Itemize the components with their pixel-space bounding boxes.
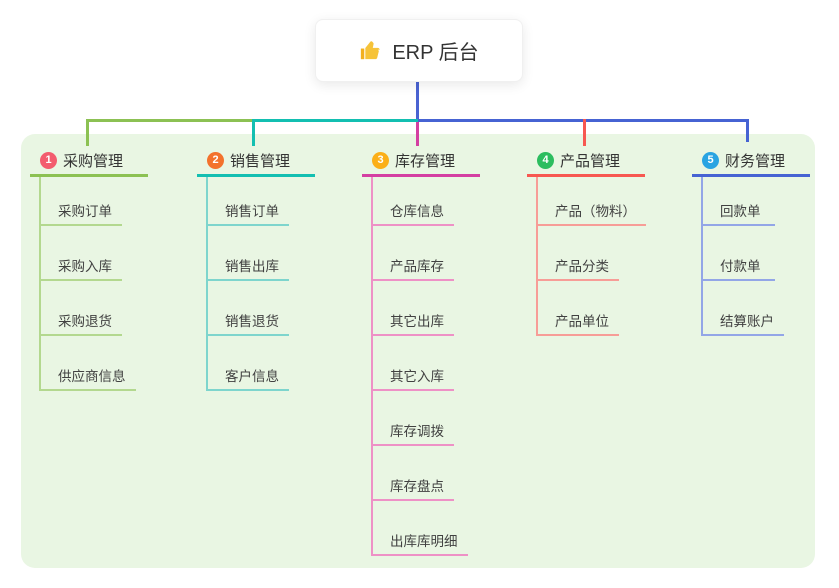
child-node[interactable]: 库存盘点 — [373, 446, 454, 501]
branch-number-badge: 5 — [702, 151, 719, 169]
child-node[interactable]: 产品单位 — [538, 281, 619, 336]
mindmap-panel — [21, 134, 815, 568]
branch-children: 仓库信息 产品库存 其它出库 其它入库 库存调拨 库存盘点 出库库明细 — [371, 177, 480, 556]
child-node[interactable]: 回款单 — [703, 177, 775, 226]
branch-number-badge: 3 — [372, 151, 389, 169]
connector-branch3-drop — [416, 122, 419, 146]
connector-root-vertical — [416, 82, 419, 122]
root-node[interactable]: ERP 后台 — [315, 19, 523, 82]
branch-children: 回款单 付款单 结算账户 — [701, 177, 810, 336]
child-node[interactable]: 产品（物料） — [538, 177, 646, 226]
branch-sales: 2 销售管理 销售订单 销售出库 销售退货 客户信息 — [197, 146, 315, 391]
branch-inventory: 3 库存管理 仓库信息 产品库存 其它出库 其它入库 库存调拨 库存盘点 出库库… — [362, 146, 480, 556]
root-title: ERP 后台 — [392, 42, 479, 64]
child-node[interactable]: 其它出库 — [373, 281, 454, 336]
branch-title[interactable]: 2 销售管理 — [197, 146, 315, 177]
branch-number-badge: 4 — [537, 151, 554, 169]
child-node[interactable]: 产品库存 — [373, 226, 454, 281]
branch-number-badge: 1 — [40, 151, 57, 169]
child-node[interactable]: 产品分类 — [538, 226, 619, 281]
branch-title[interactable]: 1 采购管理 — [30, 146, 148, 177]
connector-branch4-drop — [583, 119, 586, 146]
child-node[interactable]: 出库库明细 — [373, 501, 468, 556]
branch-title-label: 财务管理 — [725, 152, 786, 170]
branch-number-badge: 2 — [207, 151, 224, 169]
child-node[interactable]: 销售订单 — [208, 177, 289, 226]
child-node[interactable]: 仓库信息 — [373, 177, 454, 226]
connector-branch2-h — [253, 119, 418, 122]
child-node[interactable]: 客户信息 — [208, 336, 289, 391]
branch-title-label: 销售管理 — [230, 152, 291, 170]
child-node[interactable]: 采购退货 — [41, 281, 122, 336]
branch-title-label: 采购管理 — [63, 152, 124, 170]
child-node[interactable]: 其它入库 — [373, 336, 454, 391]
connector-branch1-drop — [86, 119, 89, 146]
branch-title[interactable]: 3 库存管理 — [362, 146, 480, 177]
thumbs-up-icon — [359, 39, 382, 62]
connector-branch2-drop — [252, 119, 255, 146]
branch-title-label: 产品管理 — [560, 152, 621, 170]
branch-finance: 5 财务管理 回款单 付款单 结算账户 — [692, 146, 810, 336]
branch-children: 采购订单 采购入库 采购退货 供应商信息 — [39, 177, 148, 391]
branch-title[interactable]: 4 产品管理 — [527, 146, 645, 177]
child-node[interactable]: 采购入库 — [41, 226, 122, 281]
connector-branch5-drop — [746, 119, 749, 142]
child-node[interactable]: 销售退货 — [208, 281, 289, 336]
branch-title[interactable]: 5 财务管理 — [692, 146, 810, 177]
branch-title-label: 库存管理 — [395, 152, 456, 170]
child-node[interactable]: 结算账户 — [703, 281, 784, 336]
child-node[interactable]: 库存调拨 — [373, 391, 454, 446]
branch-children: 产品（物料） 产品分类 产品单位 — [536, 177, 646, 336]
branch-product: 4 产品管理 产品（物料） 产品分类 产品单位 — [527, 146, 646, 336]
branch-children: 销售订单 销售出库 销售退货 客户信息 — [206, 177, 315, 391]
branch-purchase: 1 采购管理 采购订单 采购入库 采购退货 供应商信息 — [30, 146, 148, 391]
child-node[interactable]: 采购订单 — [41, 177, 122, 226]
child-node[interactable]: 销售出库 — [208, 226, 289, 281]
child-node[interactable]: 付款单 — [703, 226, 775, 281]
connector-branch1-h — [86, 119, 253, 122]
child-node[interactable]: 供应商信息 — [41, 336, 136, 391]
